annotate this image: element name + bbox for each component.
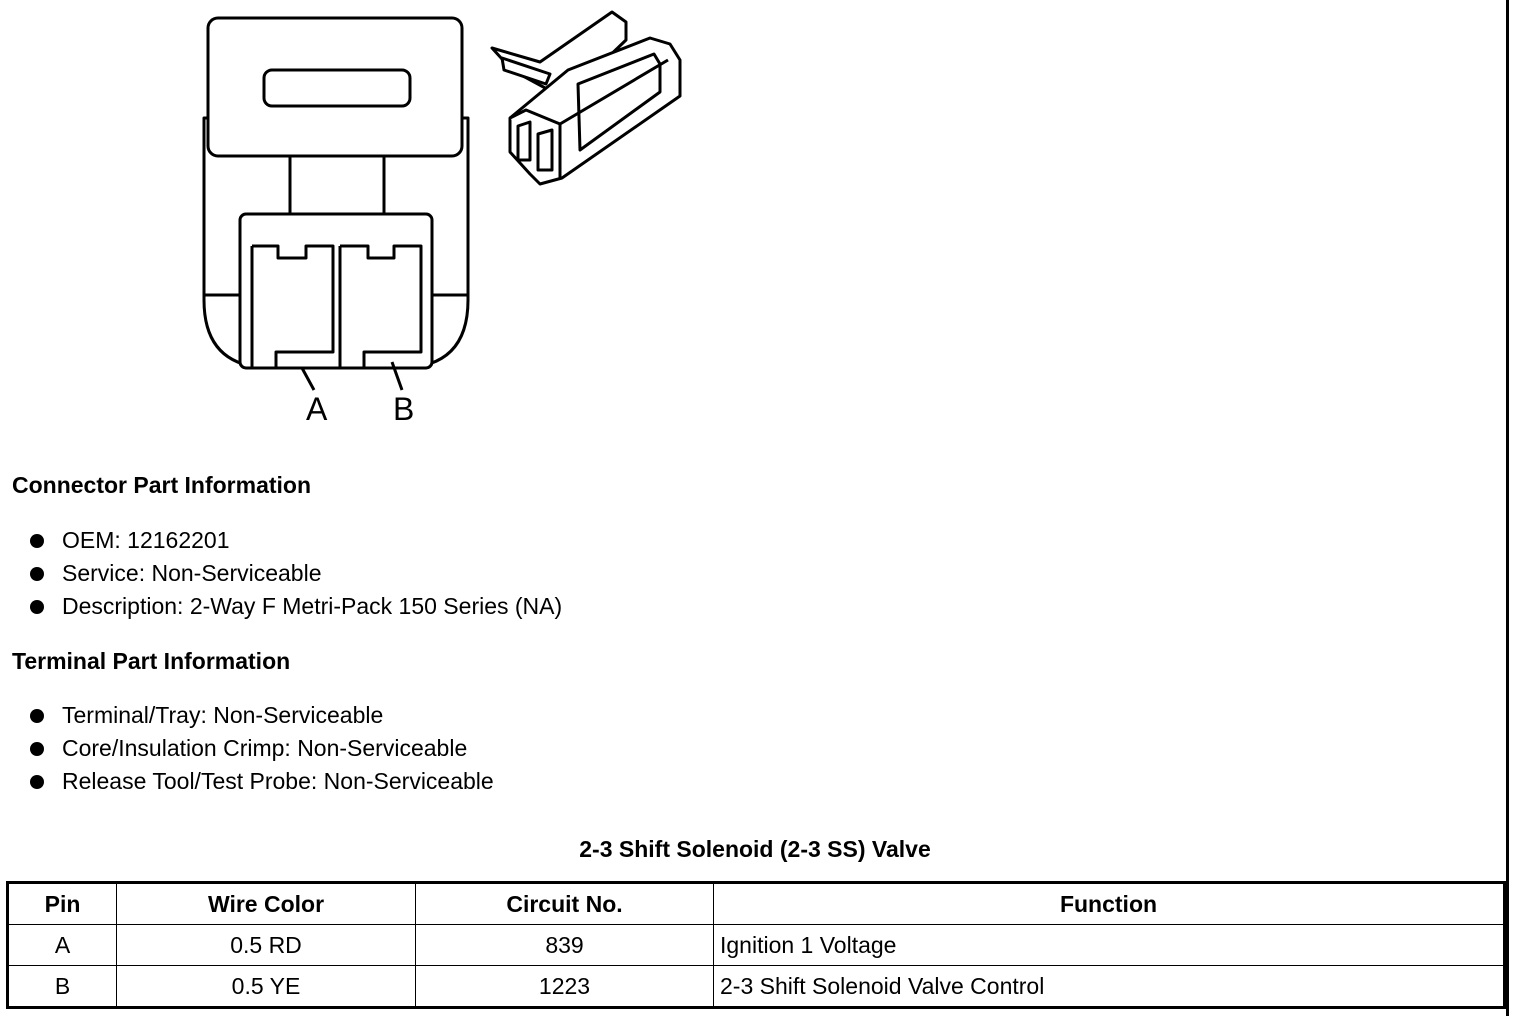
connector-drawing bbox=[202, 10, 682, 391]
header-wire-color: Wire Color bbox=[116, 882, 416, 925]
list-item: OEM: 12162201 bbox=[28, 524, 562, 557]
table-row: B 0.5 YE 1223 2-3 Shift Solenoid Valve C… bbox=[7, 965, 1505, 1008]
cell-function: Ignition 1 Voltage bbox=[713, 924, 1505, 966]
pinout-table: Pin Wire Color Circuit No. Function A 0.… bbox=[6, 881, 1506, 1009]
list-item: Description: 2-Way F Metri-Pack 150 Seri… bbox=[28, 590, 562, 623]
table-title: 2-3 Shift Solenoid (2-3 SS) Valve bbox=[579, 836, 931, 862]
header-pin: Pin bbox=[7, 882, 117, 925]
connector-diagram: A B bbox=[180, 0, 720, 440]
page-border-right bbox=[1506, 0, 1509, 1016]
pin-label-b: B bbox=[393, 391, 415, 427]
table-header-row: Pin Wire Color Circuit No. Function bbox=[7, 882, 1505, 925]
list-item: Release Tool/Test Probe: Non-Serviceable bbox=[28, 765, 494, 798]
connector-info-list: OEM: 12162201 Service: Non-Serviceable D… bbox=[28, 524, 562, 623]
table-row: A 0.5 RD 839 Ignition 1 Voltage bbox=[7, 924, 1505, 966]
list-item: Core/Insulation Crimp: Non-Serviceable bbox=[28, 732, 494, 765]
terminal-info-list: Terminal/Tray: Non-Serviceable Core/Insu… bbox=[28, 699, 494, 798]
terminal-info-title: Terminal Part Information bbox=[12, 648, 291, 674]
pin-label-a: A bbox=[306, 391, 328, 427]
cell-pin: A bbox=[7, 924, 117, 966]
header-function: Function bbox=[713, 882, 1505, 925]
cell-circuit-no: 839 bbox=[415, 924, 714, 966]
connector-info-title: Connector Part Information bbox=[12, 472, 312, 498]
cell-function: 2-3 Shift Solenoid Valve Control bbox=[713, 965, 1505, 1008]
cell-circuit-no: 1223 bbox=[415, 965, 714, 1008]
list-item: Terminal/Tray: Non-Serviceable bbox=[28, 699, 494, 732]
cell-pin: B bbox=[7, 965, 117, 1008]
cell-wire-color: 0.5 RD bbox=[116, 924, 416, 966]
cell-wire-color: 0.5 YE bbox=[116, 965, 416, 1008]
list-item: Service: Non-Serviceable bbox=[28, 557, 562, 590]
header-circuit-no: Circuit No. bbox=[415, 882, 714, 925]
